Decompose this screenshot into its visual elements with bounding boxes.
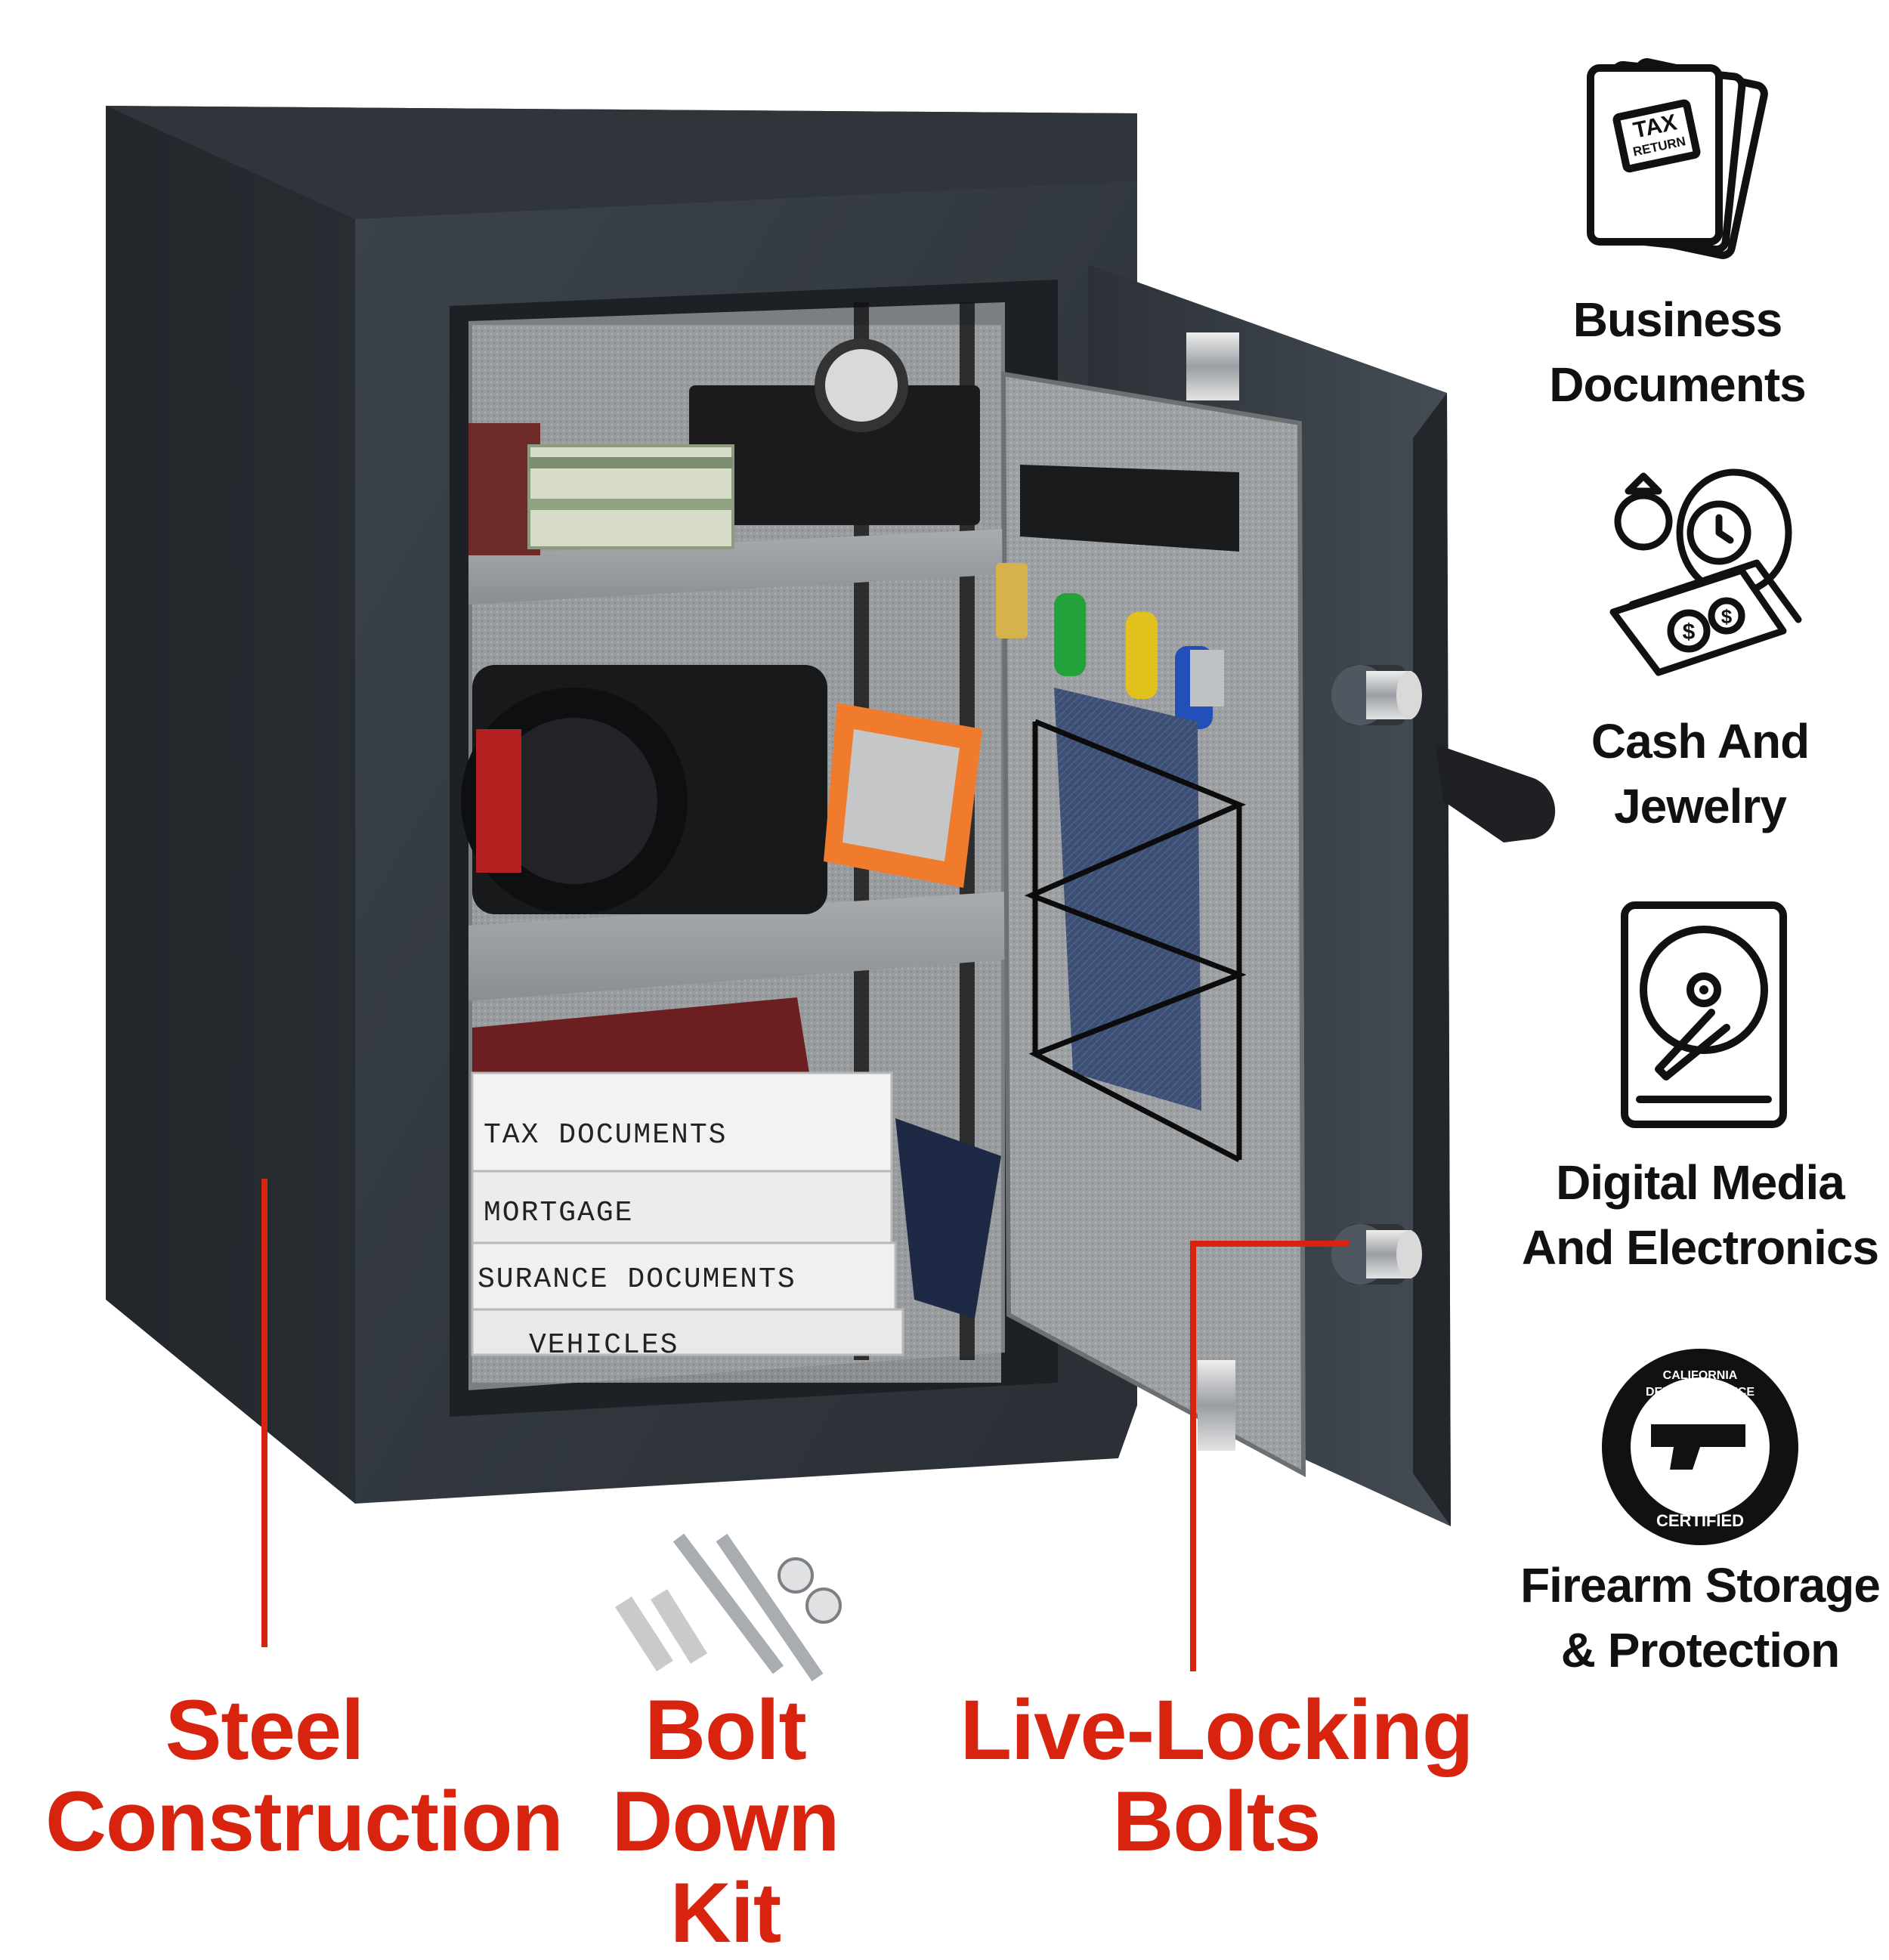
svg-text:DEPT. OF JUSTICE: DEPT. OF JUSTICE [1646,1386,1755,1399]
bolts-callout-line-vertical [1190,1241,1196,1671]
binder-label-1: TAX DOCUMENTS [484,1119,727,1152]
cash-jewelry-icon: $ $ [1609,468,1802,676]
door-edge [1413,393,1451,1526]
svg-text:CERTIFIED: CERTIFIED [1656,1511,1744,1530]
digital-media-label: Digital Media And Electronics [1521,1155,1879,1275]
svg-text:CALIFORNIA: CALIFORNIA [1663,1369,1738,1382]
cash-stacks [468,423,734,555]
safe-top-panel [106,106,1137,219]
shelf-top [468,529,1005,604]
binder-label-3: SURANCE DOCUMENTS [478,1263,796,1296]
bolts-callout-line-horizontal [1190,1241,1349,1247]
hard-drive-icon [1621,901,1787,1128]
passport [895,1118,1001,1319]
steel-construction-label: Steel Construction [45,1683,564,1869]
svg-text:$: $ [1721,605,1733,628]
jewelry-box [689,339,980,525]
steel-callout-line [261,1179,267,1647]
live-locking-bolts-label: Live-Locking Bolts [960,1683,1474,1869]
binder-label-4: VEHICLES [529,1329,679,1362]
bolt-down-kit-label: Bolt Down Kit [611,1683,840,1960]
binder-stack: TAX DOCUMENTS MORTGAGE SURANCE DOCUMENTS… [471,997,904,1362]
tax-document-icon: TAX RETURN [1587,58,1768,259]
svg-text:$: $ [1683,620,1696,645]
binder-label-2: MORTGAGE [484,1197,633,1229]
bolt-down-kit [615,1533,842,1682]
locking-bolts [1186,332,1422,1451]
business-documents-label: Business Documents [1549,292,1807,413]
firearm-storage-label: Firearm Storage & Protection [1520,1558,1881,1678]
cash-and-jewelry-label: Cash And Jewelry [1591,714,1810,834]
bungee-cords [1024,719,1247,1163]
shelf-middle [468,892,1005,1001]
keys [996,563,1224,729]
safe-product-photo: TAX DOCUMENTS MORTGAGE SURANCE DOCUMENTS… [106,106,1556,1682]
phone-pouch [1054,688,1201,1111]
camera [461,665,827,914]
door-handle [1436,744,1556,842]
certified-badge-icon: CALIFORNIA DEPT. OF JUSTICE CERTIFIED [1602,1349,1798,1545]
key-hook-bar [1020,465,1239,552]
hard-drive [824,703,982,888]
